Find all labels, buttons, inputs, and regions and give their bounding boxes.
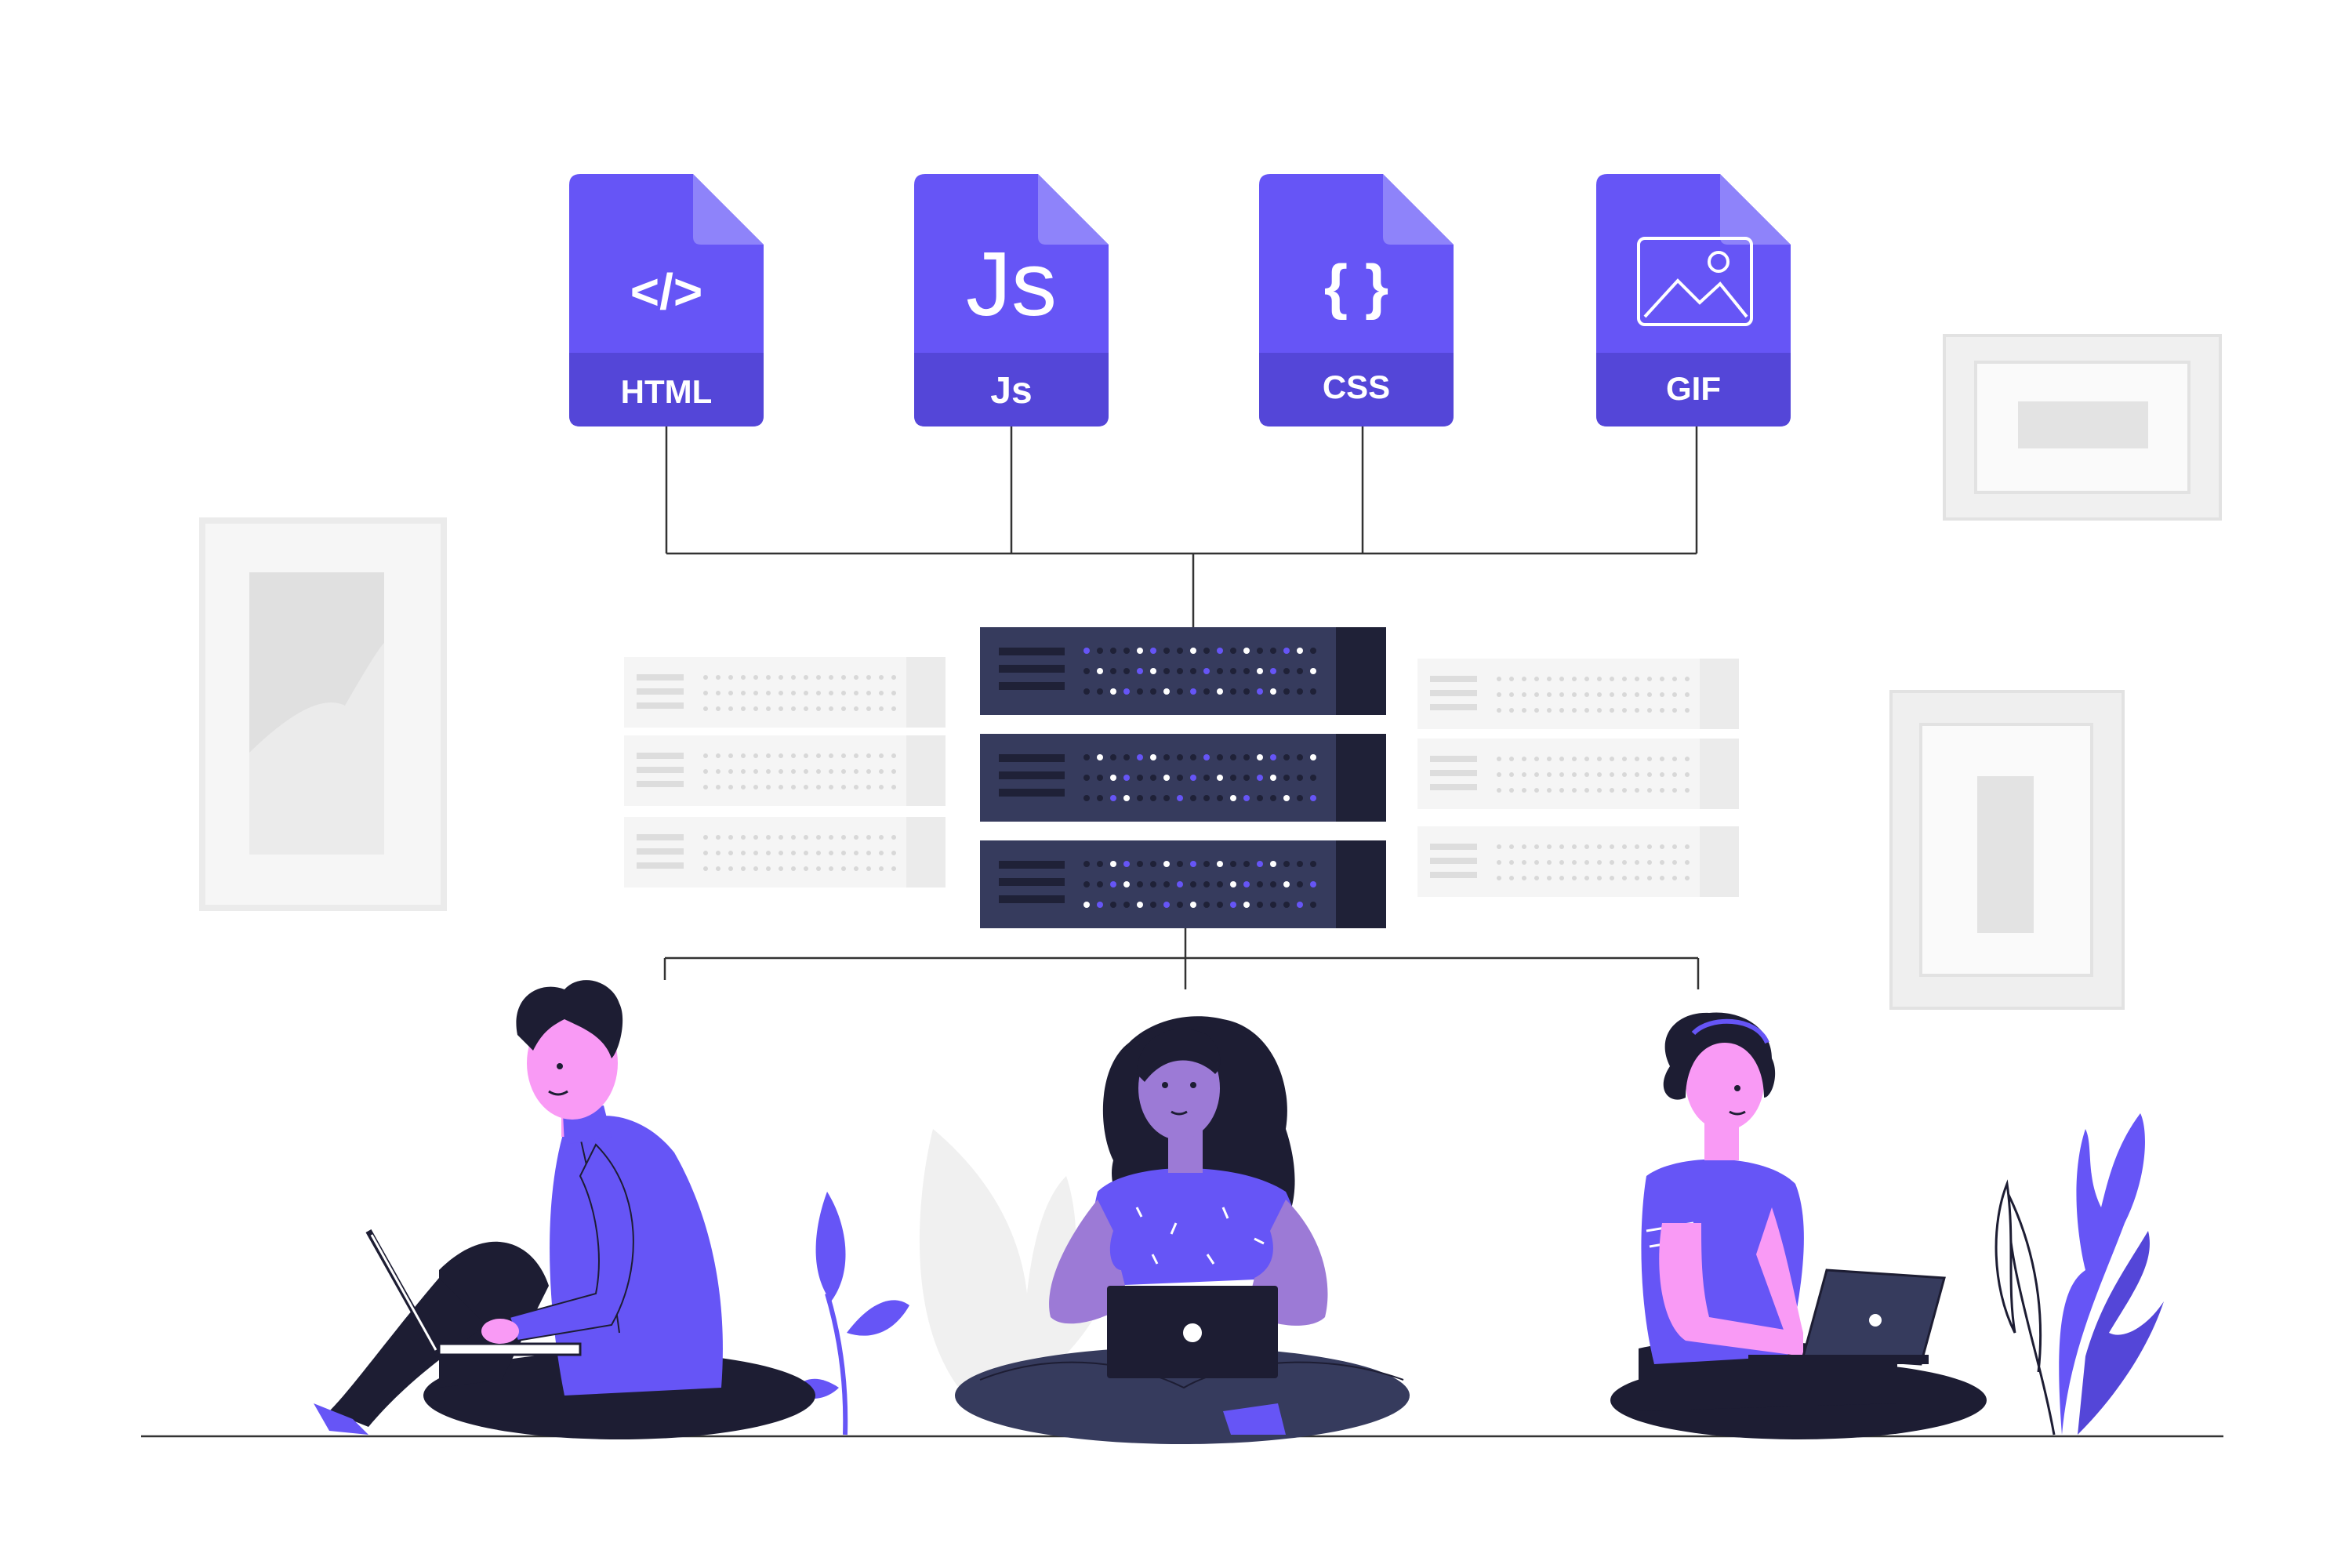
file-html [569,174,764,426]
file-label-js: Js [990,370,1032,412]
file-gif [1596,174,1791,426]
person-left [314,980,815,1439]
frame-right-bottom [1889,690,2125,1010]
server-unit [980,627,1386,715]
ghost-rack-unit [1417,659,1739,729]
server-stack [980,627,1386,928]
file-label-html: HTML [621,373,713,410]
ghost-racks-left [624,657,946,887]
ghost-rack-unit [1417,826,1739,897]
code-icon: </> [630,263,703,320]
plant-right [1994,1113,2164,1436]
file-icons [569,174,1791,426]
person-right [1610,1012,1987,1439]
frame-left [199,517,447,911]
js-icon: Js [966,233,1057,335]
connector-lines [663,426,1700,989]
ghost-rack-unit [1417,739,1739,809]
server-unit [980,840,1386,928]
file-labels: HTML Js CSS GIF </> Js { } [621,233,1721,412]
braces-icon: { } [1324,252,1388,321]
file-js [914,174,1109,426]
ghost-racks-right [1417,659,1739,897]
person-center [955,1016,1410,1444]
server-unit [980,734,1386,822]
ghost-rack-unit [624,817,946,887]
ghost-rack-unit [624,735,946,806]
file-label-css: CSS [1323,368,1390,405]
file-label-gif: GIF [1666,370,1721,407]
image-icon [1637,237,1753,326]
file-css [1259,174,1454,426]
ghost-rack-unit [624,657,946,728]
frame-right-top [1943,334,2222,521]
